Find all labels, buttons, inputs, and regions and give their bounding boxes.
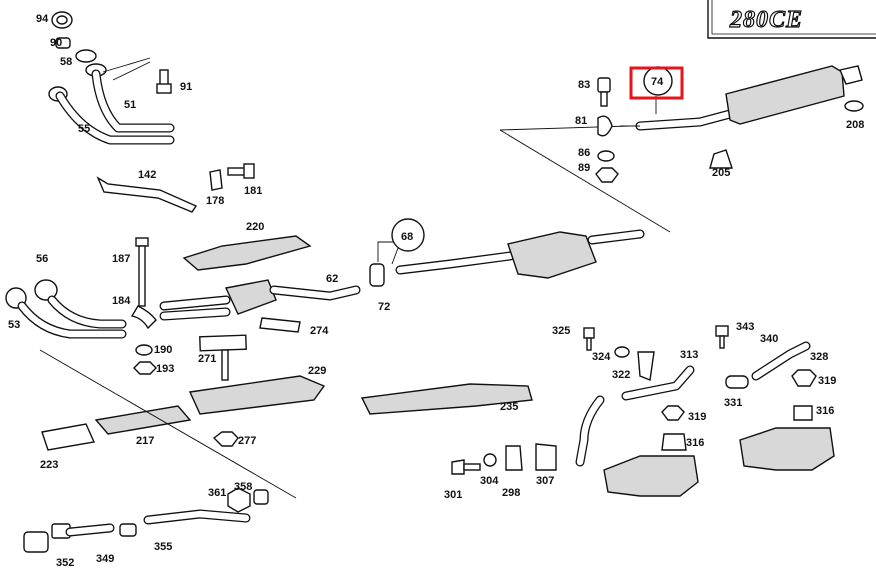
part-label-184: 184 — [112, 295, 131, 307]
rear-muffler-group — [595, 65, 864, 183]
part-label-298: 298 — [502, 487, 520, 499]
part-label-319-b: 319 — [818, 375, 836, 387]
part-label-229: 229 — [308, 365, 326, 377]
part-label-304: 304 — [480, 475, 499, 487]
part-label-322: 322 — [612, 369, 630, 381]
part-label-340: 340 — [760, 333, 778, 345]
part-label-358: 358 — [234, 481, 252, 493]
part-label-187: 187 — [112, 253, 130, 265]
part-label-301: 301 — [444, 489, 462, 501]
part-label-316-b: 316 — [816, 405, 834, 417]
air-pump-group — [451, 325, 835, 497]
part-label-205: 205 — [712, 167, 730, 179]
part-label-142: 142 — [138, 169, 156, 181]
part-label-316-a: 316 — [686, 437, 704, 449]
part-label-352: 352 — [56, 557, 74, 569]
part-label-91: 91 — [180, 81, 192, 93]
part-label-83: 83 — [578, 79, 590, 91]
part-label-178: 178 — [206, 195, 224, 207]
part-label-94: 94 — [36, 13, 49, 25]
part-label-51: 51 — [124, 99, 136, 111]
callout-68[interactable] — [391, 218, 425, 252]
part-label-90: 90 — [50, 37, 62, 49]
part-label-235: 235 — [500, 401, 518, 413]
part-label-223: 223 — [40, 459, 58, 471]
part-label-331: 331 — [724, 397, 742, 409]
model-badge: 280CE — [707, 0, 876, 39]
part-label-271: 271 — [198, 353, 216, 365]
part-label-74: 74 — [651, 76, 664, 88]
part-label-55: 55 — [78, 123, 90, 135]
part-label-89: 89 — [578, 162, 590, 174]
part-label-349: 349 — [96, 553, 114, 565]
heat-shield-group — [41, 317, 533, 451]
part-label-193: 193 — [156, 363, 174, 375]
part-label-220: 220 — [246, 221, 264, 233]
part-label-325: 325 — [552, 325, 570, 337]
part-label-319-a: 319 — [688, 411, 706, 423]
part-label-68: 68 — [401, 231, 413, 243]
part-label-53: 53 — [8, 319, 20, 331]
part-label-324: 324 — [592, 351, 611, 363]
secondary-air-group — [23, 349, 297, 553]
part-label-181: 181 — [244, 185, 262, 197]
model-badge-text: 280CE — [729, 7, 803, 33]
part-label-361: 361 — [208, 487, 226, 499]
manifold-pipe-group — [48, 11, 175, 145]
part-label-56: 56 — [36, 253, 48, 265]
callout-74[interactable] — [629, 66, 684, 100]
front-pipe-catalyst-group — [5, 235, 361, 375]
part-label-190: 190 — [154, 344, 172, 356]
part-label-86: 86 — [578, 147, 590, 159]
part-label-81: 81 — [575, 115, 587, 127]
part-label-355: 355 — [154, 541, 172, 553]
part-label-274: 274 — [310, 325, 329, 337]
part-label-72: 72 — [378, 301, 390, 313]
part-label-58: 58 — [60, 56, 72, 68]
callout-74-highlight-box — [629, 66, 684, 100]
middle-muffler-group — [369, 125, 671, 287]
part-label-217: 217 — [136, 435, 154, 447]
part-label-313: 313 — [680, 349, 698, 361]
part-label-208: 208 — [846, 119, 864, 131]
part-label-343: 343 — [736, 321, 754, 333]
bracket-group — [96, 163, 255, 213]
part-label-307: 307 — [536, 475, 554, 487]
part-label-328: 328 — [810, 351, 828, 363]
part-label-62: 62 — [326, 273, 338, 285]
part-label-277: 277 — [238, 435, 256, 447]
